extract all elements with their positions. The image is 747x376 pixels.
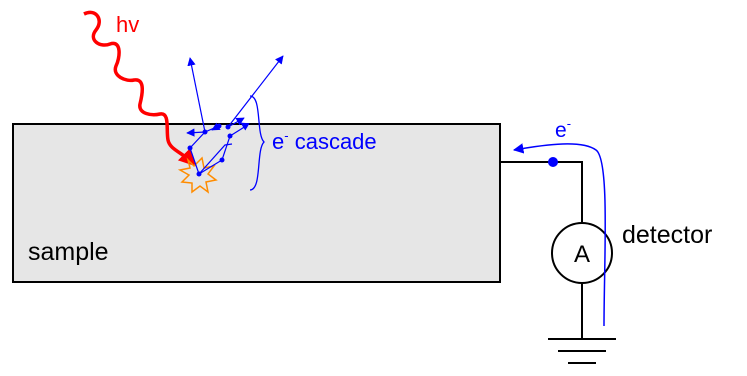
photon-label: hv (116, 12, 139, 37)
ground-icon (548, 338, 616, 364)
absorption-flash-icon (177, 156, 218, 194)
detector-label: detector (622, 221, 712, 249)
current-label: e- (555, 116, 571, 142)
sample-label: sample (28, 238, 109, 266)
sample-block (12, 123, 501, 283)
photon-wave (83, 10, 197, 167)
cascade-brace (249, 95, 265, 191)
circuit-wire (500, 161, 583, 338)
ammeter-symbol: A (574, 241, 590, 268)
electron-current-path (512, 143, 607, 327)
cascade-label: e- cascade (272, 128, 377, 154)
ammeter-icon (551, 222, 613, 284)
cascade-nodes (187, 123, 233, 163)
wire-junction (548, 157, 558, 167)
